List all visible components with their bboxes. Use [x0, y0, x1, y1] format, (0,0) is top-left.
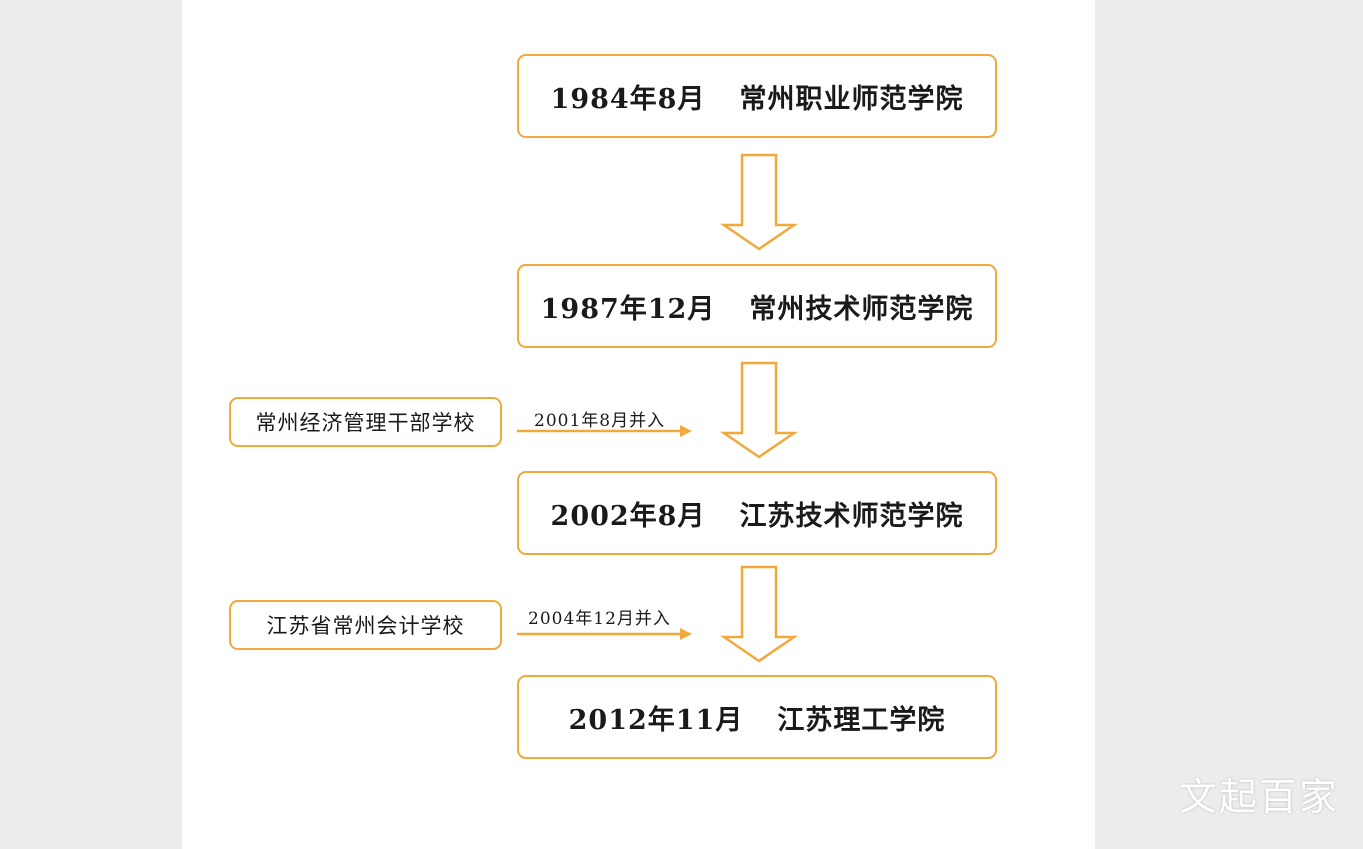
stage-date: 1984年8月	[550, 83, 706, 115]
merge-label-2004: 2004年12月并入	[528, 609, 671, 629]
watermark-text: 文起百家	[1178, 775, 1339, 819]
stage-box-2012: 2012年11月 江苏理工学院	[517, 675, 997, 759]
stage-box-2002: 2002年8月 江苏技术师范学院	[517, 471, 997, 555]
merge-arrow-head-1	[680, 425, 692, 437]
merged-school-box-2: 江苏省常州会计学校	[229, 600, 502, 650]
merged-school-name: 江苏省常州会计学校	[266, 614, 465, 638]
stage-name: 江苏理工学院	[777, 704, 946, 736]
merge-label-2001: 2001年8月并入	[534, 411, 666, 431]
down-arrow-1	[719, 153, 799, 251]
stage-box-1987: 1987年12月 常州技术师范学院	[517, 264, 997, 348]
stage-date: 2012年11月	[568, 704, 744, 736]
stage-date: 1987年12月	[540, 293, 716, 325]
merged-school-box-1: 常州经济管理干部学校	[229, 397, 502, 447]
arrow-layer	[517, 153, 799, 663]
down-arrow-3	[719, 565, 799, 663]
stage-box-1984: 1984年8月 常州职业师范学院	[517, 54, 997, 138]
stage-name: 常州技术师范学院	[749, 293, 974, 325]
stage-name: 江苏技术师范学院	[739, 500, 964, 532]
merge-arrow-head-2	[680, 628, 692, 640]
merged-school-name: 常州经济管理干部学校	[255, 411, 476, 435]
down-arrow-2	[719, 361, 799, 459]
stage-name: 常州职业师范学院	[739, 83, 964, 115]
flowchart-canvas: 1984年8月 常州职业师范学院 1987年12月 常州技术师范学院 2002年…	[182, 0, 1095, 849]
stage-date: 2002年8月	[550, 500, 706, 532]
